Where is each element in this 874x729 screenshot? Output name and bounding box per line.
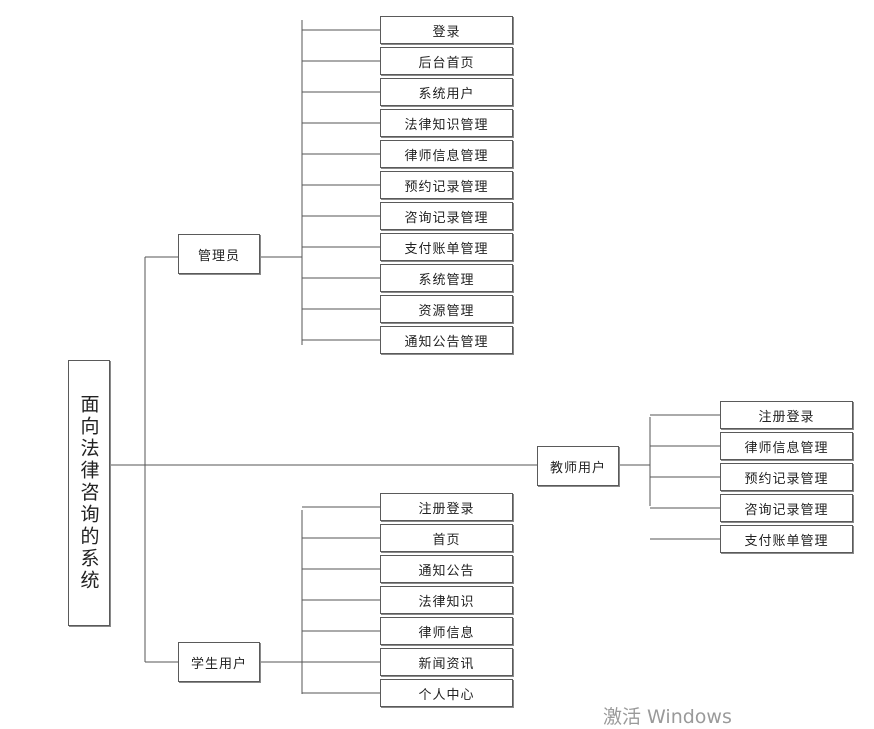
- teacher-item-4: 咨询记录管理: [720, 494, 853, 522]
- windows-activation-watermark: 激活 Windows: [603, 706, 732, 728]
- student-item-1: 注册登录: [380, 493, 513, 521]
- admin-item-9: 系统管理: [380, 264, 513, 292]
- admin-item-11: 通知公告管理: [380, 326, 513, 354]
- admin-item-8: 支付账单管理: [380, 233, 513, 261]
- teacher-item-1: 注册登录: [720, 401, 853, 429]
- student-item-2: 首页: [380, 524, 513, 552]
- teacher-item-2: 律师信息管理: [720, 432, 853, 460]
- admin-item-5: 律师信息管理: [380, 140, 513, 168]
- admin-item-4: 法律知识管理: [380, 109, 513, 137]
- student-item-7: 个人中心: [380, 679, 513, 707]
- student-node: 学生用户: [178, 642, 260, 682]
- teacher-item-5: 支付账单管理: [720, 525, 853, 553]
- admin-item-3: 系统用户: [380, 78, 513, 106]
- admin-item-1: 登录: [380, 16, 513, 44]
- admin-item-7: 咨询记录管理: [380, 202, 513, 230]
- student-item-5: 律师信息: [380, 617, 513, 645]
- teacher-node: 教师用户: [537, 446, 619, 486]
- admin-item-6: 预约记录管理: [380, 171, 513, 199]
- admin-item-10: 资源管理: [380, 295, 513, 323]
- teacher-item-3: 预约记录管理: [720, 463, 853, 491]
- student-item-3: 通知公告: [380, 555, 513, 583]
- admin-item-2: 后台首页: [380, 47, 513, 75]
- student-item-6: 新闻资讯: [380, 648, 513, 676]
- student-item-4: 法律知识: [380, 586, 513, 614]
- admin-node: 管理员: [178, 234, 260, 274]
- root-node: 面向法律咨询的系统: [68, 360, 110, 626]
